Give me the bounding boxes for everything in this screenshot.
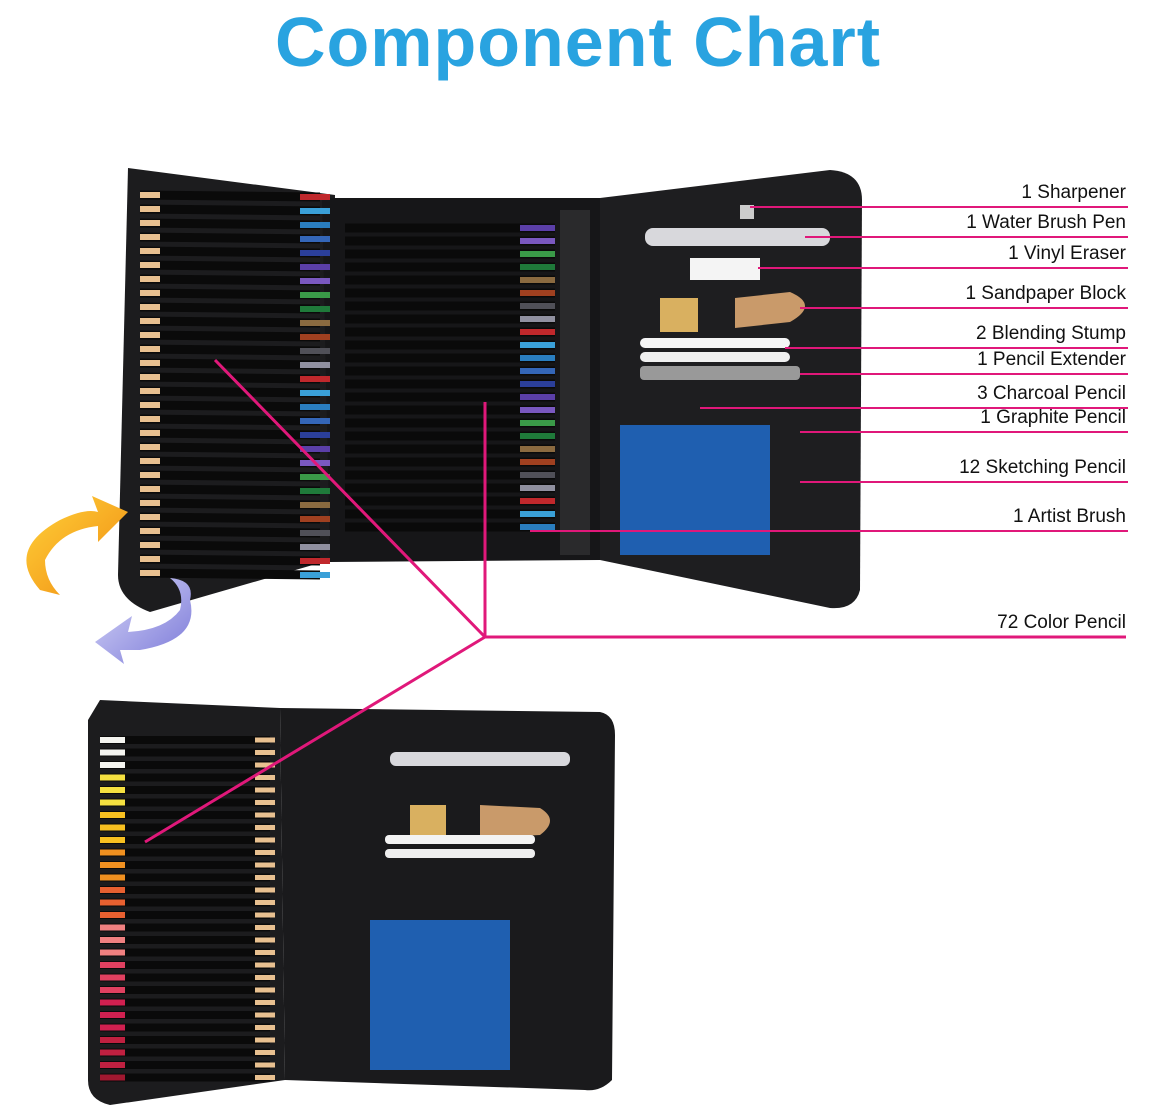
pencil [139,470,321,482]
pencil [139,302,321,314]
pencil [139,400,321,412]
pencil [139,358,321,370]
top-case [118,168,862,612]
vinyl-eraser [690,258,760,280]
bottom-right-panel [280,708,615,1091]
pencil [139,330,321,342]
sharpener [740,205,754,219]
water-brush-pen [645,228,830,246]
sketching-pencils [620,425,770,555]
component-label: 1 Artist Brush [1013,506,1126,527]
pencil [139,274,321,286]
pencil [139,246,321,258]
pencil-extender [640,366,800,380]
color-pencil-connector [144,358,1126,844]
pencil [139,442,321,454]
pencil [139,568,321,580]
pencil [139,232,321,244]
component-label: 12 Sketching Pencil [959,457,1126,478]
sandpaper-block [660,298,698,332]
pencil [139,498,321,510]
pencil [139,428,321,440]
component-label: 1 Vinyl Eraser [1008,243,1126,264]
pencil [139,204,321,216]
blending-stump [640,338,790,348]
pencil [139,218,321,230]
pencil [139,456,321,468]
component-label: 3 Charcoal Pencil [977,383,1126,404]
bottom-case [88,700,615,1105]
pencil [139,540,321,552]
component-label: 1 Sandpaper Block [965,283,1126,304]
pencil [139,260,321,272]
pencil [139,316,321,328]
rotate-back-arrow-icon [95,578,192,664]
rotate-arrow-icon [26,496,129,595]
pencil [139,414,321,426]
pencil [139,288,321,300]
component-label: 1 Sharpener [1021,182,1126,203]
pencil [139,386,321,398]
pencil [139,554,321,566]
page-title: Component Chart [274,3,882,81]
component-label: 1 Water Brush Pen [966,212,1126,233]
pencil [139,190,321,202]
component-label: 1 Graphite Pencil [980,407,1126,428]
component-label: 1 Pencil Extender [977,349,1126,370]
pencil [139,526,321,538]
accessories [620,205,830,555]
pencil [139,512,321,524]
pencil [139,484,321,496]
component-label: 72 Color Pencil [997,612,1126,633]
pencil [139,344,321,356]
zipper [560,210,590,555]
component-label: 2 Blending Stump [976,323,1126,344]
pencil [139,372,321,384]
